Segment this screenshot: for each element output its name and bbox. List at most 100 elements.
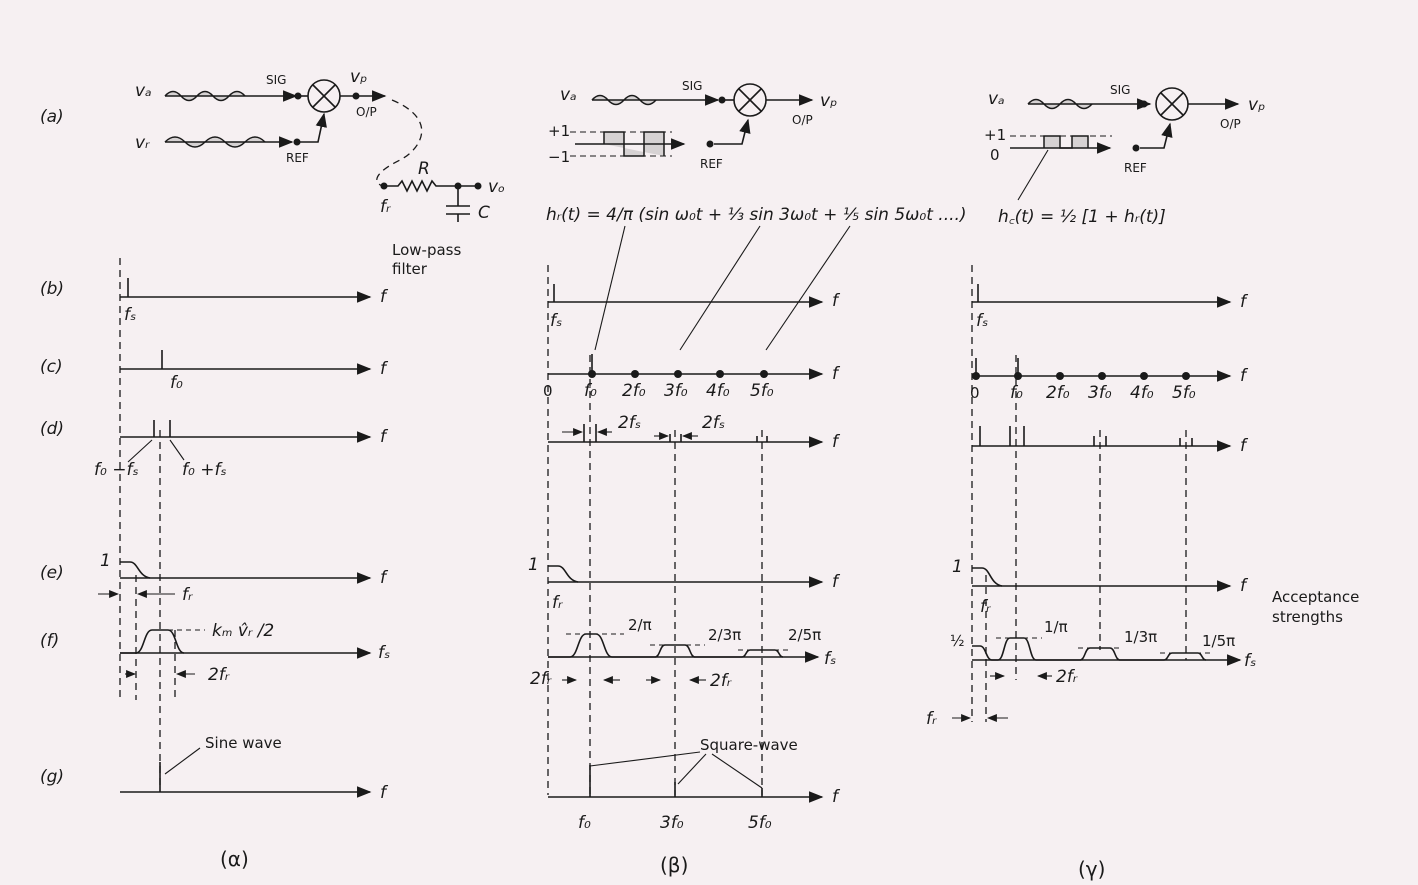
row-label-e: (e) [40,563,64,583]
two-fs-label: 2fₛ [702,413,725,433]
row-label-b: (b) [40,279,64,299]
op-label: O/P [1220,117,1241,131]
hr-formula: hᵣ(t) = 4/π (sin ω₀t + ⅓ sin 3ω₀t + ⅕ si… [546,205,967,225]
f0-minus-fs-label: f₀ −fₛ [94,460,139,480]
fr-label: fᵣ [926,709,937,729]
f0-label: f₀ [584,381,597,401]
row-label-g: (g) [40,767,64,787]
axis-f-label: f [832,364,841,384]
acceptance-label-1: Acceptance [1272,588,1359,606]
two-over-3pi-label: 2/3π [708,626,741,644]
op-label: O/P [792,113,813,127]
sine-wave-label: Sine wave [205,734,282,752]
ref-label: REF [1124,161,1147,175]
zero-label: 0 [970,384,980,402]
one-over-pi-label: 1/π [1044,618,1068,636]
vo-label: vₒ [488,177,505,197]
plus-one-label: +1 [984,126,1006,144]
plus-one-label: +1 [548,122,570,140]
acceptance-label-2: strengths [1272,608,1343,626]
f0-plus-fs-label: f₀ +fₛ [182,460,227,480]
one-label: 1 [952,557,963,577]
vp-label: vₚ [1248,95,1265,115]
column-gamma: vₐ SIG vₚ O/P +1 0 REF h꜀(t) = ½ [1 + hᵣ… [926,83,1359,881]
fr-label: fᵣ [552,593,563,613]
vr-label: vᵣ [135,133,150,153]
two-over-5pi-label: 2/5π [788,626,821,644]
axis-f-label: f [380,568,389,588]
vp-label: vₚ [350,67,367,87]
two-fr-label: 2fᵣ [710,671,732,691]
axis-f-label: f [380,783,389,803]
fs-label: fₛ [124,305,136,325]
lowpass-label-1: Low-pass [392,241,461,259]
resistor [384,179,480,193]
op-label: O/P [356,105,377,119]
5f0-label: 5f₀ [750,381,774,401]
va-label: vₐ [560,85,577,105]
axis-f-label: f [832,291,841,311]
two-over-pi-label: 2/π [628,616,652,634]
ref-label: REF [700,157,723,171]
2f0-label: 2f₀ [622,381,646,401]
one-label: 1 [528,555,539,575]
axis-f-label: f [832,432,841,452]
sig-label: SIG [266,73,286,87]
fr-label: fᵣ [980,597,991,617]
fs-label: fₛ [976,311,988,331]
zero-level-label: 0 [990,146,1000,164]
f0-label: f₀ [1010,383,1023,403]
square-wave-label: Square-wave [700,736,798,754]
minus-one-label: −1 [548,148,570,166]
3f0-label: 3f₀ [660,813,684,833]
column-beta: vₐ SIG vₚ O/P +1 −1 REF hᵣ(t) = 4/π (sin… [528,79,967,877]
ref-label: REF [286,151,309,165]
two-fr-label: 2fᵣ [530,669,552,689]
sig-label: SIG [682,79,702,93]
axis-fs-label: fₛ [1244,651,1256,671]
ref-node [293,138,301,146]
row-label-d: (d) [40,419,64,439]
f0-label: f₀ [578,813,591,833]
axis-f-label: f [1240,292,1249,312]
5f0-label: 5f₀ [748,813,772,833]
row-label-f: (f) [40,631,59,651]
f0-label: f₀ [170,373,183,393]
3f0-label: 3f₀ [664,381,688,401]
resistor-label: R [418,159,430,179]
km-label: kₘ v̂ᵣ /2 [212,621,274,641]
one-over-5pi-label: 1/5π [1202,632,1235,650]
va-label: vₐ [135,81,152,101]
square-reference-wave [603,131,665,157]
hc-formula: h꜀(t) = ½ [1 + hᵣ(t)] [998,207,1166,227]
4f0-label: 4f₀ [1130,383,1154,403]
two-fr-label: 2fᵣ [1056,667,1078,687]
row-label-c: (c) [40,357,63,377]
vp-label: vₚ [820,91,837,111]
two-fs-label: 2fₛ [618,413,641,433]
fs-label: fₛ [550,311,562,331]
acceptance-passband [120,629,185,654]
axis-f-label: f [832,787,841,807]
axis-f-label: f [380,359,389,379]
axis-f-label: f [832,572,841,592]
axis-f-label: f [1240,436,1249,456]
axis-f-label: f [380,427,389,447]
one-over-3pi-label: 1/3π [1124,628,1157,646]
half-label: ½ [950,632,965,650]
zero-label: 0 [543,382,553,400]
lowpass-label-2: filter [392,260,428,278]
axis-fs-label: fₛ [824,649,836,669]
fr-label: fᵣ [182,585,193,605]
caption-alpha: (α) [220,847,249,871]
axis-f-label: f [1240,576,1249,596]
caption-gamma: (γ) [1078,857,1105,881]
chopper-reference-wave [1043,135,1089,149]
capacitor-label: C [478,203,490,223]
2f0-label: 2f₀ [1046,383,1070,403]
axis-f-label: f [380,287,389,307]
row-label-a: (a) [40,107,64,127]
column-alpha: vₐ SIG vₚ O/P vᵣ REF R vₒ C fᵣ Low-pass … [94,67,505,871]
